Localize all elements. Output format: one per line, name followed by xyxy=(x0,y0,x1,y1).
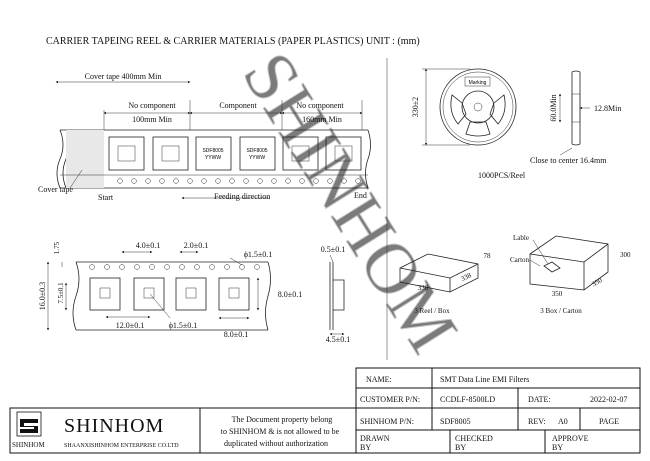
date-value: 2022-02-07 xyxy=(590,395,627,404)
dim-sprocket-holes xyxy=(89,264,260,270)
ownership-notice-1: The Document property belong xyxy=(232,415,333,424)
hole-pitch: 4.0±0.1 xyxy=(136,241,160,250)
cover-tape-length: Cover tape 400mm Min xyxy=(85,72,162,81)
chip-marking: SDF8005 xyxy=(202,148,223,154)
no-component-left: No component xyxy=(128,101,176,110)
shinhom-pn-value: SDF8005 xyxy=(440,417,471,426)
cover-tape-label: Cover tape xyxy=(38,185,73,194)
box-width: 338 xyxy=(460,271,473,283)
component-label: Component xyxy=(219,101,257,110)
boxes-per-carton: 3 Box / Carton xyxy=(540,307,582,315)
end-label: End xyxy=(354,191,367,200)
tape-dimension-view: 16.0±0.3 1.75 7.5±0.1 4.0±0.1 2.0±0.1 ϕ1… xyxy=(38,241,350,344)
customer-pn-value: CCDLF-8500LD xyxy=(440,395,495,404)
hole-to-cavity-offset: 2.0±0.1 xyxy=(184,241,208,250)
box-length: 338 xyxy=(418,284,429,292)
sprocket-hole-diameter: ϕ1.5±0.1 xyxy=(244,250,273,259)
hole-edge-distance: 1.75 xyxy=(53,241,61,254)
reel-diameter: 330±2 xyxy=(411,97,420,117)
hole-to-cavity: 7.5±0.1 xyxy=(57,282,65,304)
rev-value: A0 xyxy=(558,417,568,426)
company-name: SHAANXISHINHOM ENTERPRISE CO.LTD xyxy=(64,443,179,449)
customer-pn-label: CUSTOMER P/N: xyxy=(360,395,420,404)
carton-length: 350 xyxy=(552,290,563,298)
cavity-length: 8.0±0.1 xyxy=(278,290,302,299)
carton-box: Lable Carton 300 350 350 3 Box / Carton xyxy=(510,234,631,315)
tape-top-view: Cover tape 400mm Min No component 100mm … xyxy=(38,72,371,202)
date-label: DATE: xyxy=(528,395,551,404)
shinhom-pn-label: SHINHOM P/N: xyxy=(360,417,414,426)
tape-width: 16.0±0.3 xyxy=(38,282,47,310)
chip-marking: SDF8005 xyxy=(246,148,267,154)
carton-height: 300 xyxy=(620,251,631,259)
cavity-depth: 4.5±0.1 xyxy=(326,335,350,344)
checked-by-label: CHECKED xyxy=(455,434,493,443)
title-block: NAME: SMT Data Line EMI Filters CUSTOMER… xyxy=(9,367,641,454)
logo-small-text: SHINHOM xyxy=(12,441,45,449)
name-value: SMT Data Line EMI Filters xyxy=(440,375,529,384)
tape-thickness: 0.5±0.1 xyxy=(321,245,345,254)
ownership-notice-3: duplicated without authorization xyxy=(224,439,328,448)
company-logo-icon xyxy=(16,411,42,437)
ownership-notice-2: to SHINHOM & is not allowed to be xyxy=(221,427,340,436)
reels-per-box: 3 Reel / Box xyxy=(414,307,450,315)
drawn-by-label-2: BY xyxy=(360,443,371,452)
carton-width: 350 xyxy=(590,276,604,288)
cavity-width: 8.0±0.1 xyxy=(224,330,248,339)
cavity-pitch: 12.0±0.1 xyxy=(116,321,144,330)
dim-cavities xyxy=(89,277,250,311)
reel-drawing: Marking 330±2 60.0Min 12.8Min Close to c… xyxy=(411,68,621,180)
approve-by-label-2: BY xyxy=(552,443,563,452)
chip-date-code: YYWW xyxy=(205,155,221,161)
reel-box: 338 338 78 3 Reel / Box xyxy=(399,252,492,315)
hub-diameter: 60.0Min xyxy=(549,94,558,121)
no-component-right: No component xyxy=(296,101,344,110)
checked-by-label-2: BY xyxy=(455,443,466,452)
page-title: CARRIER TAPEING REEL & CARRIER MATERIALS… xyxy=(46,36,420,47)
chip-date-code: YYWW xyxy=(249,155,265,161)
carton-label-lable: Lable xyxy=(513,234,529,242)
name-label: NAME: xyxy=(366,375,392,384)
logo-wordmark: SHINHOM xyxy=(64,415,164,437)
cavity-hole-diameter: ϕ1.5±0.1 xyxy=(169,321,198,330)
rev-label: REV: xyxy=(528,417,546,426)
feeding-direction: Feeding direction xyxy=(214,192,270,201)
drawn-by-label: DRAWN xyxy=(360,434,390,443)
approve-by-label: APPROVE xyxy=(552,434,589,443)
min-left: 100mm Min xyxy=(132,115,172,124)
min-right: 160mm Min xyxy=(302,115,342,124)
sprocket-holes xyxy=(117,178,361,184)
box-height: 78 xyxy=(484,252,492,260)
reel-width: 12.8Min xyxy=(594,104,621,113)
center-distance: Close to center 16.4mm xyxy=(530,156,607,165)
carton-label: Carton xyxy=(510,256,530,264)
watermark: SHINHOM xyxy=(227,39,473,366)
pcs-per-reel: 1000PCS/Reel xyxy=(478,171,526,180)
page-label: PAGE xyxy=(599,417,619,426)
start-label: Start xyxy=(98,193,114,202)
tape-cavities xyxy=(108,136,362,171)
reel-label-marking: Marking xyxy=(469,80,487,86)
